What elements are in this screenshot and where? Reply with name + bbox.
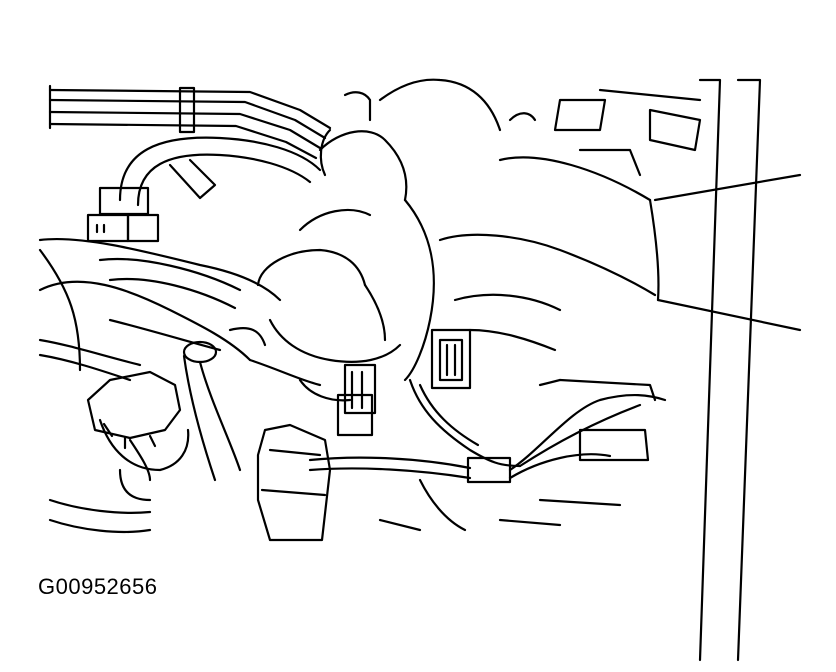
filler-cap <box>86 370 190 502</box>
engine-components <box>128 91 467 532</box>
fuel-lines <box>48 84 332 160</box>
right-body-panel <box>498 78 762 662</box>
reservoir-tank <box>256 423 332 542</box>
air-hose <box>118 136 322 207</box>
lower-left-pipe <box>38 338 242 534</box>
left-connector <box>86 186 160 243</box>
electrical-connector-left <box>336 363 377 437</box>
right-gloved-hand <box>438 112 802 352</box>
figure-id-label: G00952656 <box>38 574 158 599</box>
intake-body <box>38 237 282 372</box>
left-gloved-hand <box>256 78 502 402</box>
electrical-connector-right <box>430 328 472 390</box>
